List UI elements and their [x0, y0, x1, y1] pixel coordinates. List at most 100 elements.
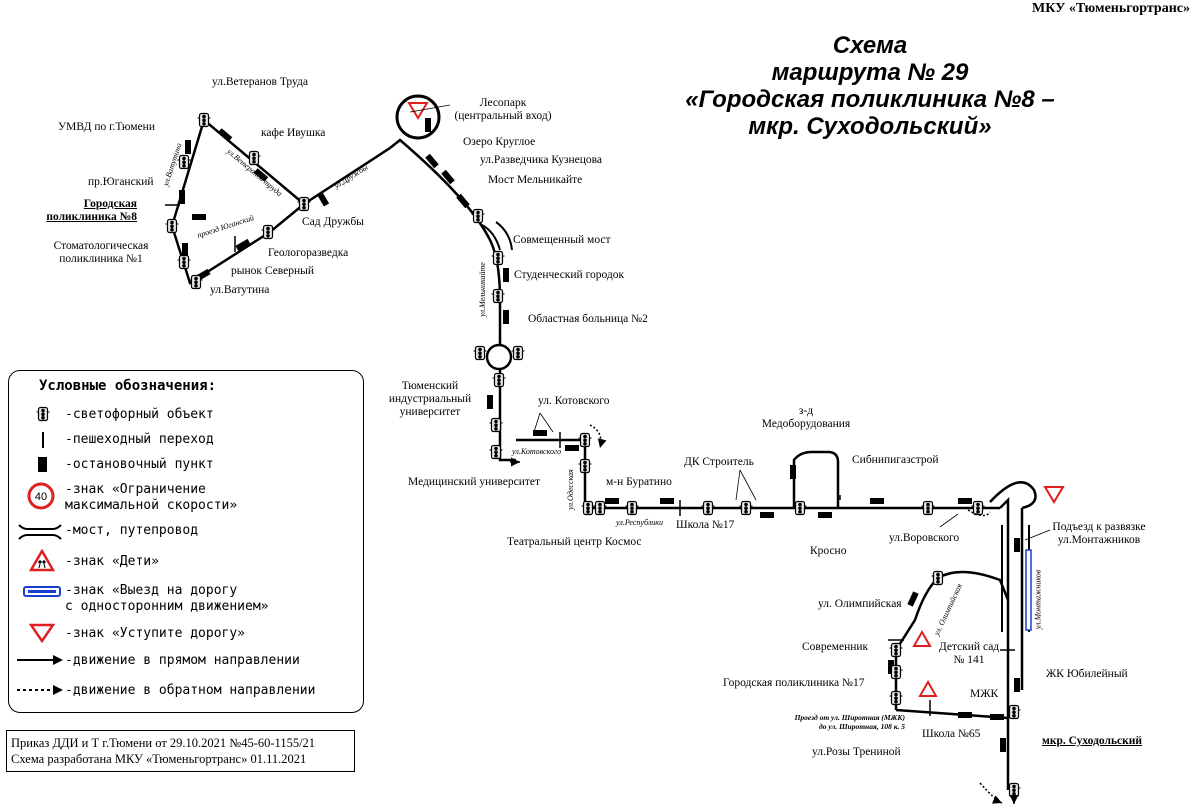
stop-ivushka: кафе Ивушка	[261, 127, 326, 139]
stop-veteranov: ул.Ветеранов Труда	[212, 76, 308, 88]
stop-poliklinika-8-l1: Городская	[83, 198, 137, 210]
title-line-3: «Городская поликлиника №8 –	[685, 86, 1055, 113]
stop-buratino: м-н Буратино	[606, 476, 672, 488]
street-kotovskogo: ул.Котовского	[512, 447, 562, 456]
roundabout	[485, 343, 513, 371]
street-odesskaya: ул.Одесская	[565, 469, 575, 510]
route-line-main	[389, 138, 1024, 790]
title-line-4: мкр. Суходольский»	[748, 113, 992, 140]
stop-detsad: Детский сад № 141	[934, 641, 1004, 667]
legend-item-stop: -остановочный пункт	[65, 457, 214, 472]
legend-item-speed-l2: максимальной скорости»	[65, 498, 238, 513]
stop-medoborud-l2: Медоборудования	[761, 418, 851, 430]
stop-univ-l3: университет	[399, 406, 461, 418]
stop-lesopark: Лесопарк (центральный вход)	[448, 97, 558, 123]
traffic-light-icon	[35, 406, 51, 422]
pedestrian-crossing-icon	[42, 432, 44, 448]
stop-univ: Тюменский индустриальный университет	[380, 380, 480, 419]
pedestrian-crossing-icons	[165, 204, 1015, 716]
title-line-2: маршрута № 29	[771, 59, 969, 86]
stop-stomat: Стоматологическая поликлиника №1	[46, 240, 156, 266]
legend-item-yield: -знак «Уступите дорогу»	[65, 626, 246, 641]
stop-detsad-l2: № 141	[953, 654, 985, 666]
stop-yuganskiy: пр.Юганский	[88, 176, 154, 188]
street-respubliki: ул.Республики	[616, 518, 664, 527]
stop-med-univ: Медицинский университет	[408, 476, 541, 488]
speed-limit-value: 40	[35, 491, 47, 503]
street-melnikayte: ул.Мельникайте	[477, 262, 487, 317]
stop-sibnipi: Сибнипигазстрой	[852, 454, 939, 466]
stop-medoborud: з-д Медоборудования	[756, 405, 856, 431]
one-way-exit-icon	[1025, 549, 1032, 631]
proezd-note: Проезд от ул. Широтная (МЖК) до ул. Широ…	[781, 713, 905, 731]
proezd-note-l1: Проезд от ул. Широтная (МЖК)	[794, 713, 905, 722]
stop-stud-gorodok: Студенческий городок	[514, 269, 625, 281]
stop-lesopark-l1: Лесопарк	[479, 97, 527, 109]
stop-olimpiyskaya: ул. Олимпийская	[818, 598, 902, 610]
speed-limit-icon: 40	[27, 482, 55, 510]
bus-stops	[179, 118, 1020, 752]
legend-item-one-way-l2: с односторонним движением»	[65, 599, 269, 614]
legend-item-one-way: -знак «Выезд на дорогу с односторонним д…	[65, 583, 269, 615]
legend-item-speed: -знак «Ограничение максимальной скорости…	[65, 482, 237, 514]
stop-bolnitsa: Областная больница №2	[528, 313, 648, 325]
yield-sign-icon	[1043, 486, 1065, 504]
stop-poliklinika-8-l2: поликлиника №8	[46, 211, 137, 223]
stop-sovm-most: Совмещенный мост	[513, 234, 611, 246]
one-way-exit-icon	[23, 586, 61, 597]
legend-title: Условные обозначения:	[39, 378, 217, 394]
bridge-icon	[18, 524, 62, 540]
stop-sad-druzhby: Сад Дружбы	[302, 216, 364, 228]
title-line-1: Схема	[832, 32, 908, 59]
stop-poliklinika-8: Городская поликлиника №8	[38, 198, 137, 224]
stop-medoborud-l1: з-д	[798, 405, 814, 417]
lesopark-turnaround	[395, 94, 441, 140]
legend-item-children: -знак «Дети»	[65, 554, 159, 569]
forward-arrow-icon	[17, 655, 63, 665]
legend-item-crossing: -пешеходный переход	[65, 432, 214, 447]
stop-univ-l2: индустриальный	[388, 393, 472, 405]
stop-shkola17: Школа №17	[676, 519, 735, 531]
stop-stomat-l1: Стоматологическая	[53, 240, 149, 252]
children-sign-icon	[29, 549, 55, 572]
children-sign-icon	[912, 629, 938, 697]
stop-univ-l1: Тюменский	[401, 380, 459, 392]
legend-item-traffic-light: -светофорный объект	[65, 407, 214, 422]
stop-kuznetsova: ул.Разведчика Кузнецова	[480, 154, 603, 166]
stop-ozero: Озеро Круглое	[463, 136, 536, 148]
bus-stop-icon	[38, 457, 47, 472]
stop-yubileyny: ЖК Юбилейный	[1046, 668, 1128, 680]
proezd-note-l2: до ул. Широтная, 108 к. 5	[819, 722, 905, 731]
street-montazhnikov: ул.Монтажников	[1033, 569, 1043, 630]
stop-shkola65: Школа №65	[922, 728, 981, 740]
legend-item-one-way-l1: -знак «Выезд на дорогу	[65, 583, 238, 598]
stop-detsad-l1: Детский сад	[938, 641, 1000, 653]
footer-box: Приказ ДДИ и Т г.Тюмени от 29.10.2021 №4…	[6, 730, 355, 772]
stop-montazhnikov-l2: ул.Монтажников	[1057, 534, 1141, 546]
route-title: Схема маршрута № 29 «Городская поликлини…	[640, 32, 1100, 140]
direction-arrows	[510, 424, 1019, 804]
legend: Условные обозначения: -светофорный объек…	[8, 370, 364, 713]
montazhnikov-turnaround	[989, 481, 1037, 510]
legend-item-bridge: -мост, путепровод	[65, 523, 199, 538]
stop-sovremennik: Современник	[802, 641, 869, 653]
yield-sign-icon	[29, 623, 55, 643]
reverse-arrow-icon	[17, 685, 63, 695]
legend-item-reverse: -движение в обратном направлении	[65, 683, 316, 698]
organization-name: МКУ «Тюменьгортранс»	[1032, 1, 1190, 16]
stop-montazhnikov: Подъезд к развязке ул.Монтажников	[1044, 521, 1154, 547]
stop-rynok: рынок Северный	[231, 265, 315, 277]
stop-trenina: ул.Розы Трениной	[812, 746, 901, 758]
stop-vatutina: ул.Ватутина	[210, 284, 270, 296]
stop-mzhk: МЖК	[970, 688, 999, 700]
footer-author: Схема разработана МКУ «Тюменьгортранс» 0…	[11, 752, 307, 766]
leader-lines	[409, 104, 1051, 541]
stop-teatr: Театральный центр Космос	[507, 536, 642, 548]
stop-dk: ДК Строитель	[684, 456, 754, 468]
stop-sukhodolskiy: мкр. Суходольский	[1042, 735, 1143, 747]
stop-montazhnikov-l1: Подъезд к развязке	[1052, 521, 1146, 533]
stop-umvd: УМВД по г.Тюмени	[58, 121, 155, 133]
footer-order: Приказ ДДИ и Т г.Тюмени от 29.10.2021 №4…	[11, 736, 316, 750]
stop-geologorazvedka: Геологоразведка	[268, 247, 349, 259]
